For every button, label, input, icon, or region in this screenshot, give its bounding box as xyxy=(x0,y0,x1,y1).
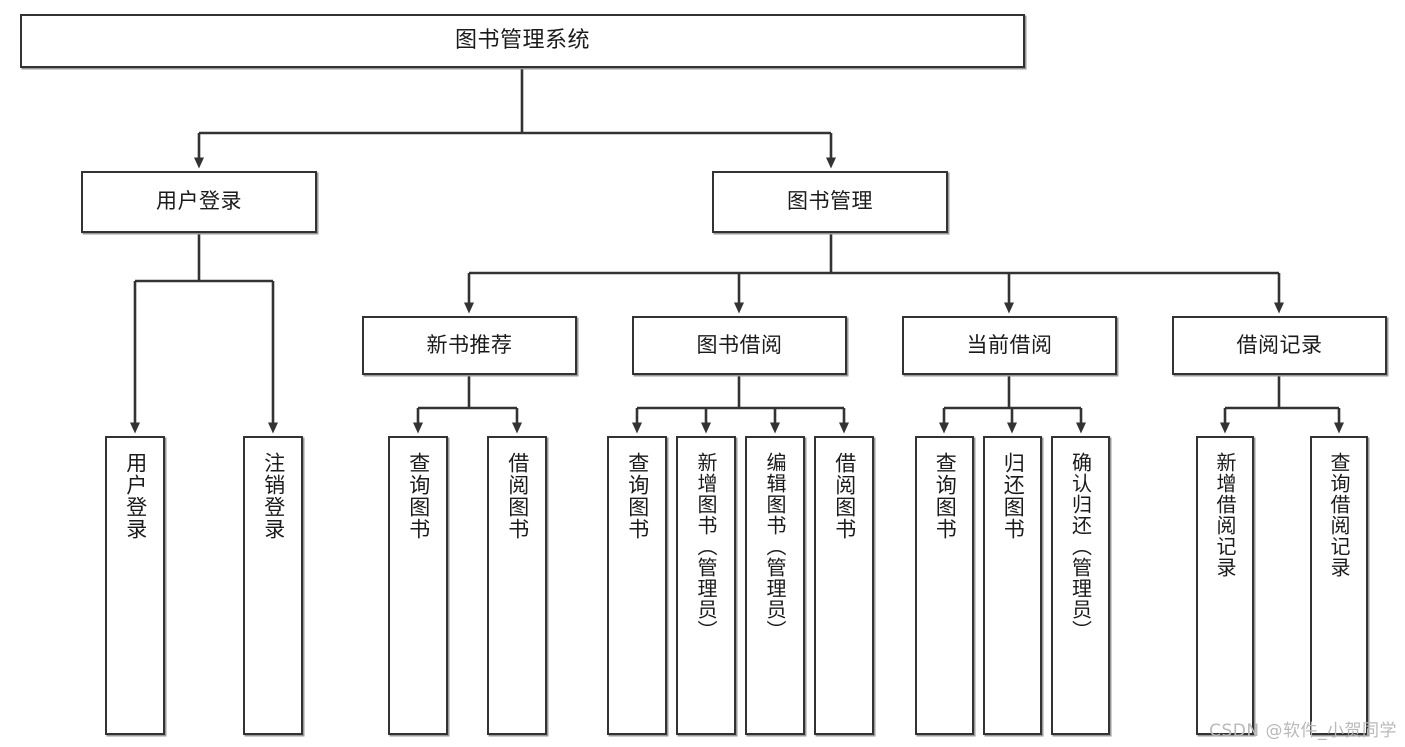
node-leaf-query-book-1[interactable]: 查询图书 xyxy=(388,436,448,735)
node-leaf-query-book-3[interactable]: 查询图书 xyxy=(915,436,974,735)
node-leaf-add-record-label: 新增借阅记录 xyxy=(1213,452,1237,578)
node-leaf-add-record[interactable]: 新增借阅记录 xyxy=(1196,436,1254,735)
node-leaf-user-login-label: 用户登录 xyxy=(123,452,148,540)
node-leaf-borrow-book-2[interactable]: 借阅图书 xyxy=(814,436,874,735)
node-leaf-query-book-2[interactable]: 查询图书 xyxy=(607,436,667,735)
node-leaf-query-record-label: 查询借阅记录 xyxy=(1327,452,1351,578)
node-leaf-return-book-label: 归还图书 xyxy=(1001,452,1026,540)
node-book-manage-label: 图书管理 xyxy=(787,189,873,214)
node-book-manage[interactable]: 图书管理 xyxy=(712,171,948,233)
node-leaf-borrow-book-2-label: 借阅图书 xyxy=(832,452,857,540)
node-leaf-user-login[interactable]: 用户登录 xyxy=(105,436,165,735)
node-leaf-return-book[interactable]: 归还图书 xyxy=(983,436,1042,735)
node-book-borrow[interactable]: 图书借阅 xyxy=(632,316,847,375)
node-leaf-user-logout-label: 注销登录 xyxy=(261,452,286,540)
watermark: CSDN @软件_小贺同学 xyxy=(1209,721,1397,741)
node-user-login-label: 用户登录 xyxy=(156,189,242,214)
node-leaf-query-book-2-label: 查询图书 xyxy=(625,452,650,540)
node-leaf-add-book[interactable]: 新增图书（管理员） xyxy=(676,436,736,735)
node-leaf-query-record[interactable]: 查询借阅记录 xyxy=(1310,436,1368,735)
node-leaf-add-book-label: 新增图书（管理员） xyxy=(694,452,718,641)
node-current-borrow-label: 当前借阅 xyxy=(966,332,1053,357)
node-leaf-borrow-book-1-label: 借阅图书 xyxy=(505,452,530,540)
node-leaf-edit-book[interactable]: 编辑图书（管理员） xyxy=(745,436,805,735)
node-new-book-recommend-label: 新书推荐 xyxy=(426,332,513,357)
node-new-book-recommend[interactable]: 新书推荐 xyxy=(362,316,577,375)
node-leaf-borrow-book-1[interactable]: 借阅图书 xyxy=(487,436,547,735)
node-book-borrow-label: 图书借阅 xyxy=(696,332,783,357)
node-leaf-user-logout[interactable]: 注销登录 xyxy=(243,436,303,735)
node-leaf-query-book-3-label: 查询图书 xyxy=(933,452,958,540)
node-user-login[interactable]: 用户登录 xyxy=(81,171,317,233)
node-current-borrow[interactable]: 当前借阅 xyxy=(902,316,1117,375)
node-leaf-confirm-return-label: 确认归还（管理员） xyxy=(1068,452,1093,641)
node-borrow-record[interactable]: 借阅记录 xyxy=(1172,316,1387,375)
node-leaf-query-book-1-label: 查询图书 xyxy=(406,452,431,540)
node-leaf-edit-book-label: 编辑图书（管理员） xyxy=(763,452,787,641)
node-leaf-confirm-return[interactable]: 确认归还（管理员） xyxy=(1051,436,1110,735)
node-root[interactable]: 图书管理系统 xyxy=(20,14,1025,68)
node-borrow-record-label: 借阅记录 xyxy=(1236,332,1323,357)
node-root-label: 图书管理系统 xyxy=(454,27,590,53)
